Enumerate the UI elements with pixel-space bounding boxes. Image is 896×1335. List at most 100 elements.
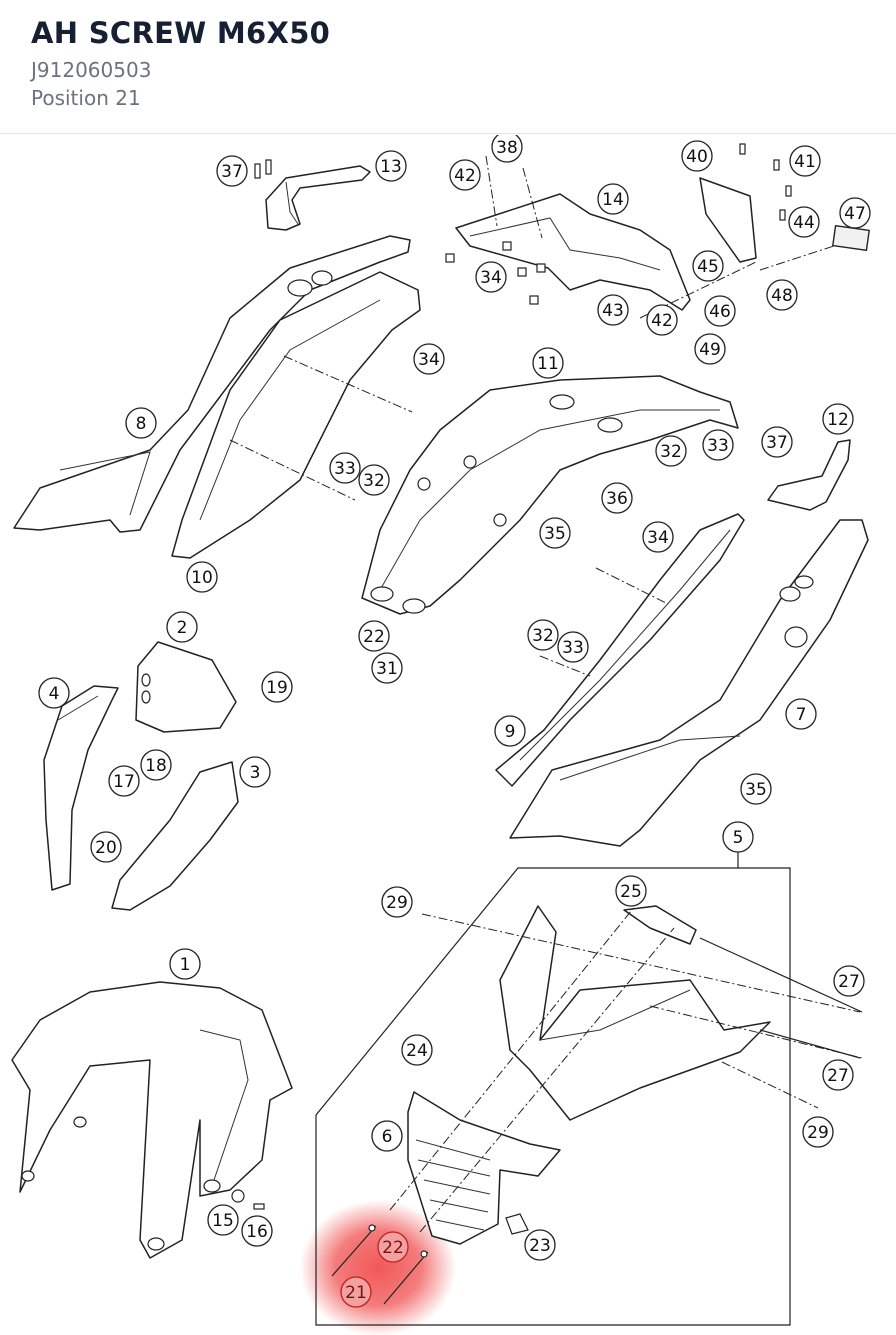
- callout-circle: [169, 948, 201, 980]
- callout-32[interactable]: 32: [655, 435, 687, 467]
- callout-label: 1: [180, 955, 191, 975]
- callout-circle: [377, 1231, 409, 1263]
- callout-27[interactable]: 27: [822, 1059, 854, 1091]
- callout-37[interactable]: 37: [216, 155, 248, 187]
- part-37-screws-top[interactable]: [254, 159, 272, 179]
- callout-38[interactable]: 38: [491, 135, 523, 163]
- part-15-16-grommet-screw[interactable]: [231, 1189, 265, 1210]
- part-header: AH SCREW M6X50 J912060503 Position 21: [0, 0, 896, 134]
- callout-label: 34: [418, 350, 440, 370]
- callout-20[interactable]: 20: [90, 831, 122, 863]
- callout-22[interactable]: 22: [358, 620, 390, 652]
- callout-33[interactable]: 33: [557, 631, 589, 663]
- callout-32[interactable]: 32: [358, 464, 390, 496]
- callout-29[interactable]: 29: [802, 1116, 834, 1148]
- callout-4[interactable]: 4: [38, 677, 70, 709]
- part-4-left-front-cover[interactable]: [43, 685, 119, 891]
- callout-43[interactable]: 43: [597, 294, 629, 326]
- callout-34[interactable]: 34: [642, 521, 674, 553]
- part-14-rear-bracket[interactable]: [455, 155, 691, 311]
- callout-14[interactable]: 14: [597, 183, 629, 215]
- callout-35[interactable]: 35: [539, 517, 571, 549]
- part-41-screws[interactable]: [739, 143, 792, 221]
- part-3-front-strip[interactable]: [111, 761, 239, 911]
- part-21-ah-screw-m6x50[interactable]: [331, 1225, 429, 1305]
- callout-17[interactable]: 17: [108, 765, 140, 797]
- callout-21[interactable]: 21: [340, 1276, 372, 1308]
- callout-49[interactable]: 49: [694, 333, 726, 365]
- part-13-grab-handle[interactable]: [265, 165, 371, 231]
- callout-41[interactable]: 41: [789, 145, 821, 177]
- exploded-parts-diagram[interactable]: 3713384214404147443445484342464934118123…: [0, 135, 896, 1335]
- callout-label: 6: [382, 1127, 393, 1147]
- callout-34[interactable]: 34: [475, 261, 507, 293]
- callout-40[interactable]: 40: [681, 140, 713, 172]
- callout-label: 13: [380, 157, 402, 177]
- part-position: Position 21: [31, 86, 141, 110]
- callout-37[interactable]: 37: [761, 426, 793, 458]
- callout-22[interactable]: 22: [377, 1231, 409, 1263]
- callout-33[interactable]: 33: [329, 452, 361, 484]
- callout-19[interactable]: 19: [261, 671, 293, 703]
- callout-2[interactable]: 2: [166, 611, 198, 643]
- callout-label: 32: [363, 471, 385, 491]
- callout-10[interactable]: 10: [186, 561, 218, 593]
- callout-18[interactable]: 18: [140, 749, 172, 781]
- callout-12[interactable]: 12: [822, 403, 854, 435]
- callout-6[interactable]: 6: [371, 1120, 403, 1152]
- part-1-front-fender[interactable]: [11, 981, 293, 1259]
- callout-7[interactable]: 7: [785, 698, 817, 730]
- part-10-left-inner-cover[interactable]: [171, 271, 421, 559]
- callout-label: 32: [532, 626, 554, 646]
- callout-label: 45: [697, 257, 719, 277]
- callout-circle: [494, 715, 526, 747]
- callout-33[interactable]: 33: [702, 429, 734, 461]
- callout-46[interactable]: 46: [704, 295, 736, 327]
- callout-15[interactable]: 15: [207, 1204, 239, 1236]
- part-7-right-side-panel[interactable]: [509, 519, 869, 847]
- part-5-front-fairing[interactable]: [421, 905, 863, 1121]
- callout-label: 47: [844, 204, 866, 224]
- callout-35[interactable]: 35: [740, 773, 772, 805]
- part-2-headlight-cover[interactable]: [135, 641, 237, 733]
- callout-circle: [822, 1059, 854, 1091]
- callout-23[interactable]: 23: [524, 1229, 556, 1261]
- part-9-right-inner-cover[interactable]: [495, 513, 745, 787]
- part-12-right-grab-handle[interactable]: [767, 439, 851, 511]
- callout-32[interactable]: 32: [527, 619, 559, 651]
- part-34-clips-top[interactable]: [445, 241, 546, 305]
- callout-47[interactable]: 47: [839, 197, 871, 229]
- part-8-left-side-panel[interactable]: [13, 235, 411, 533]
- callout-27[interactable]: 27: [833, 965, 865, 997]
- callout-1[interactable]: 1: [169, 948, 201, 980]
- callout-45[interactable]: 45: [692, 250, 724, 282]
- part-11-tail-cover[interactable]: [361, 375, 739, 615]
- part-23-clip[interactable]: [505, 1213, 529, 1235]
- part-25-bracket[interactable]: [623, 905, 697, 945]
- part-6-headlight-mask[interactable]: [389, 899, 675, 1245]
- callout-5[interactable]: 5: [722, 821, 754, 853]
- callout-36[interactable]: 36: [601, 482, 633, 514]
- callout-42[interactable]: 42: [646, 304, 678, 336]
- callout-9[interactable]: 9: [494, 715, 526, 747]
- part-40-plate-bracket[interactable]: [639, 177, 841, 319]
- callout-label: 32: [660, 442, 682, 462]
- part-47-reflector[interactable]: [832, 225, 870, 251]
- callout-48[interactable]: 48: [766, 279, 798, 311]
- part-27-long-screws[interactable]: [699, 937, 863, 1059]
- callout-circle: [186, 561, 218, 593]
- callout-16[interactable]: 16: [241, 1215, 273, 1247]
- callout-44[interactable]: 44: [788, 206, 820, 238]
- callout-8[interactable]: 8: [125, 407, 157, 439]
- callout-29[interactable]: 29: [381, 886, 413, 918]
- callout-25[interactable]: 25: [615, 875, 647, 907]
- callout-24[interactable]: 24: [401, 1034, 433, 1066]
- callout-3[interactable]: 3: [239, 756, 271, 788]
- callout-13[interactable]: 13: [375, 150, 407, 182]
- callout-11[interactable]: 11: [532, 347, 564, 379]
- callout-42[interactable]: 42: [449, 159, 481, 191]
- callout-31[interactable]: 31: [371, 652, 403, 684]
- part-22-washers[interactable]: [368, 1224, 428, 1258]
- callout-34[interactable]: 34: [413, 343, 445, 375]
